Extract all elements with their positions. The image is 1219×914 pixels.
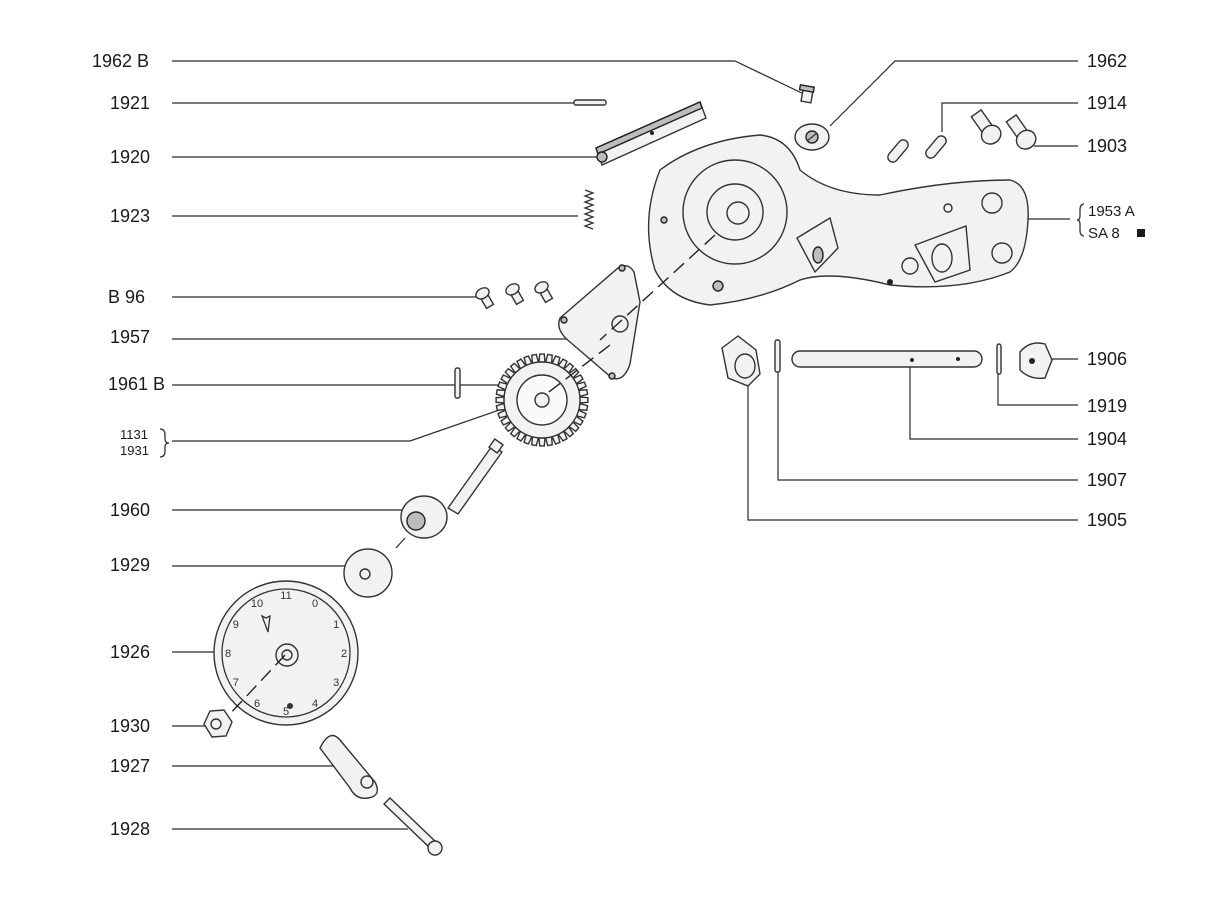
- dial-numbers: 11 0 1 2 3 4 5 6 7 8 9 10: [225, 590, 347, 718]
- dial-number: 0: [312, 598, 318, 610]
- part-1920-bar: [595, 101, 707, 166]
- label-1957: 1957: [110, 327, 150, 347]
- label-1904: 1904: [1087, 429, 1127, 449]
- dial-number: 2: [341, 648, 347, 660]
- label-1929: 1929: [110, 555, 150, 575]
- gear-tooth: [538, 437, 546, 447]
- dial-number: 4: [312, 698, 318, 710]
- part-1962b-set-screw: [798, 84, 816, 104]
- dial-number: 5: [283, 706, 289, 718]
- label-1914: 1914: [1087, 93, 1127, 113]
- label-1907: 1907: [1087, 470, 1127, 490]
- leader-1904: [909, 364, 1078, 440]
- assembly-axes: [227, 234, 716, 717]
- dial-number: 3: [333, 677, 339, 689]
- leader-1131-1931: [172, 399, 529, 442]
- label-1920: 1920: [110, 147, 150, 167]
- part-1131-1931-gear: [495, 353, 589, 447]
- label-1953a: 1953 A: [1088, 203, 1135, 220]
- leader-1907: [777, 372, 1078, 481]
- label-1919: 1919: [1087, 396, 1127, 416]
- leader-1914: [941, 102, 1078, 132]
- dial-number: 8: [225, 648, 231, 660]
- part-1960-shaft: [395, 438, 504, 549]
- sa8-square-marker: [1137, 229, 1145, 237]
- brace-1131-1931: [159, 428, 170, 458]
- leader-lines-right: [747, 60, 1078, 521]
- leader-lines-left: [172, 60, 809, 830]
- part-1903-screws: [970, 108, 1037, 150]
- label-1930: 1930: [110, 716, 150, 736]
- label-sa8: SA 8: [1088, 225, 1120, 242]
- dial-number: 9: [233, 619, 239, 631]
- part-1914-pins: [887, 135, 947, 163]
- label-1961b: 1961 B: [108, 374, 165, 394]
- leader-1962: [829, 60, 1078, 127]
- part-1919-pin: [996, 343, 1002, 375]
- label-1962: 1962: [1087, 51, 1127, 71]
- part-1905-gear: [721, 335, 761, 387]
- label-1903: 1903: [1087, 136, 1127, 156]
- part-1928-crank-pin: [382, 797, 443, 856]
- dial-number: 7: [233, 677, 239, 689]
- dial-number: 6: [254, 698, 260, 710]
- leader-1962b: [172, 60, 809, 97]
- part-b96-screws: [475, 281, 554, 310]
- label-1926: 1926: [110, 642, 150, 662]
- label-1923: 1923: [110, 206, 150, 226]
- label-1905: 1905: [1087, 510, 1127, 530]
- part-1957-plate: [558, 264, 641, 380]
- label-b96: B 96: [108, 287, 145, 307]
- part-1904-shaft: [791, 350, 983, 368]
- dial-number: 11: [280, 590, 291, 602]
- label-1131: 1131: [120, 427, 148, 442]
- label-1927: 1927: [110, 756, 150, 776]
- label-1960: 1960: [110, 500, 150, 520]
- label-1962b: 1962 B: [92, 51, 149, 71]
- part-main-housing: [647, 134, 1029, 306]
- part-1930-nut: [203, 709, 233, 738]
- part-1926-dial: 11 0 1 2 3 4 5 6 7 8 9 10: [213, 580, 359, 726]
- dial-number: 1: [333, 619, 339, 631]
- part-1929-disc: [343, 548, 393, 598]
- part-1906-gear: [1019, 342, 1053, 380]
- gear-tooth: [579, 396, 589, 404]
- leader-1905: [747, 380, 1078, 521]
- part-1923-spring: [583, 189, 595, 230]
- label-1921: 1921: [110, 93, 150, 113]
- label-1931: 1931: [120, 443, 149, 458]
- part-1907-pin: [774, 339, 781, 373]
- brace-1953a-sa8: [1076, 203, 1085, 237]
- part-1961b-pin: [454, 367, 461, 399]
- gear-tooth: [538, 353, 546, 363]
- gear-tooth: [495, 396, 505, 404]
- part-1962-collar: [794, 123, 830, 151]
- label-1928: 1928: [110, 819, 150, 839]
- dial-number: 10: [251, 598, 263, 610]
- part-1921-pin: [573, 99, 607, 106]
- label-1906: 1906: [1087, 349, 1127, 369]
- part-1927-handle: [319, 734, 378, 799]
